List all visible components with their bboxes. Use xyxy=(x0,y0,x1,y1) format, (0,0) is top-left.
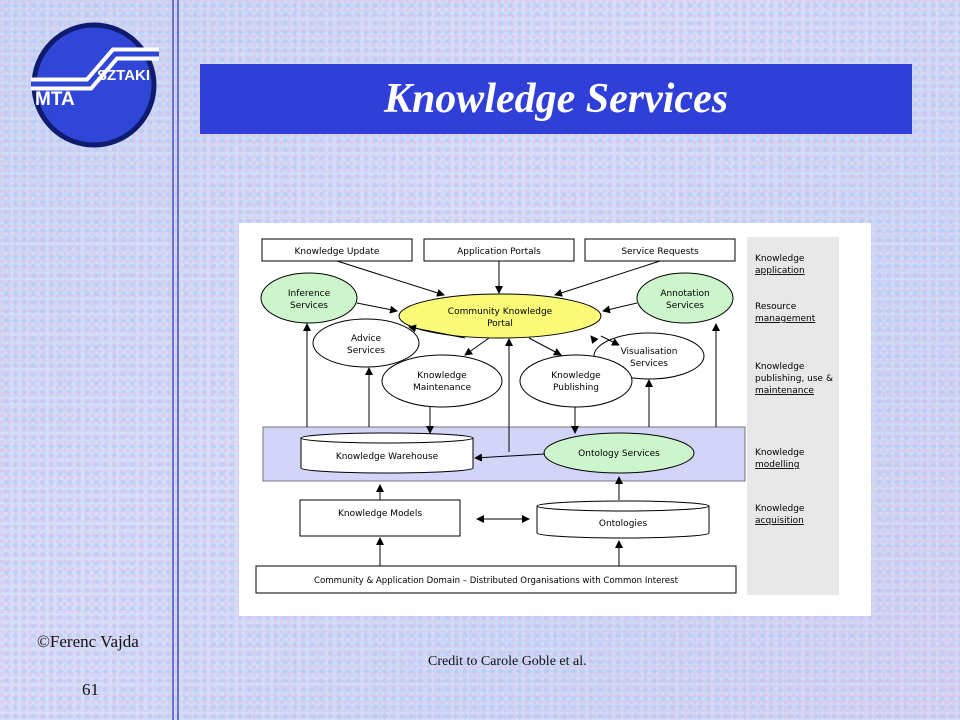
knowledge-models-box xyxy=(299,499,461,537)
sidebar-item-3-line2: publishing, use & xyxy=(755,374,833,384)
arrow-update-portal xyxy=(336,260,445,297)
warehouse-top xyxy=(300,432,474,444)
arrow-inference-portal xyxy=(356,302,398,314)
portal-label-2: Portal xyxy=(487,319,513,329)
sidebar-item-1-line1: Knowledge xyxy=(755,254,805,264)
left-divider-line xyxy=(172,0,174,720)
portal-label-1: Community Knowledge xyxy=(448,307,553,317)
ontology-services xyxy=(543,432,695,474)
title-bar: Knowledge Services xyxy=(200,64,912,134)
knowledge-publishing xyxy=(519,354,633,408)
ontology-services-label: Ontology Services xyxy=(578,449,660,459)
sidebar-item-2-line2: management xyxy=(755,314,816,324)
application-portals-label: Application Portals xyxy=(457,247,541,257)
arrow-portal-maintenance xyxy=(464,337,490,356)
community-knowledge-portal xyxy=(398,293,602,339)
credit-text: Credit to Carole Goble et al. xyxy=(428,654,587,669)
publishing-label-2: Publishing xyxy=(553,383,599,393)
mta-sztaki-logo: MTA SZTAKI xyxy=(31,22,159,148)
inference-label-1: Inference xyxy=(288,289,331,299)
sidebar-panel xyxy=(747,237,839,595)
sidebar-item-1-line2: application xyxy=(755,266,805,276)
warehouse-label: Knowledge Warehouse xyxy=(336,452,439,462)
left-divider-line-2 xyxy=(177,0,179,720)
arrow-portal-visualisation xyxy=(600,335,620,346)
arrow-ontology-warehouse xyxy=(474,453,546,462)
annotation-label-2: Services xyxy=(666,301,704,311)
advice-label-1: Advice xyxy=(351,334,381,344)
sidebar-item-2-line1: Resource xyxy=(755,302,797,312)
ontologies-top xyxy=(536,500,710,512)
logo-left-text: MTA xyxy=(35,89,75,110)
arrow-annotation-portal xyxy=(602,302,638,314)
domain-box xyxy=(255,565,737,594)
sidebar-item-5-line1: Knowledge xyxy=(755,504,805,514)
service-requests-label: Service Requests xyxy=(621,247,699,257)
sidebar-item-3-line1: Knowledge xyxy=(755,362,805,372)
publishing-label-1: Knowledge xyxy=(551,371,601,381)
models-label: Knowledge Models xyxy=(338,509,422,519)
maintenance-label-1: Knowledge xyxy=(417,371,467,381)
sidebar-item-4-line2: modelling xyxy=(755,460,799,470)
arrow-visualisation-portal xyxy=(590,335,599,344)
maintenance-label-2: Maintenance xyxy=(413,383,471,393)
visualisation-label-1: Visualisation xyxy=(621,347,678,357)
advice-label-2: Services xyxy=(347,346,385,356)
arrow-portal-publishing xyxy=(528,337,562,356)
annotation-services xyxy=(636,272,734,324)
knowledge-warehouse xyxy=(300,438,474,474)
sidebar-item-5-line2: acquisition xyxy=(755,516,804,526)
page-number: 61 xyxy=(82,680,99,699)
inference-label-2: Services xyxy=(290,301,328,311)
annotation-label-1: Annotation xyxy=(660,289,709,299)
arrow-portal-advice xyxy=(408,324,466,339)
slide-title: Knowledge Services xyxy=(383,76,729,122)
arrow-requests-portal xyxy=(554,260,661,297)
sidebar-labels: Knowledge application Resource managemen… xyxy=(755,254,833,526)
visualisation-label-2: Services xyxy=(630,359,668,369)
knowledge-update-label: Knowledge Update xyxy=(295,247,380,257)
ontologies-label: Ontologies xyxy=(599,519,648,529)
ontologies-cylinder xyxy=(536,506,710,539)
domain-label: Community & Application Domain – Distrib… xyxy=(314,576,679,586)
knowledge-maintenance xyxy=(381,354,503,408)
knowledge-services-diagram: Knowledge Update Application Portals Ser… xyxy=(239,223,871,616)
sidebar-item-4-line1: Knowledge xyxy=(755,448,805,458)
copyright-text: ©Ferenc Vajda xyxy=(37,632,139,651)
logo-right-text: SZTAKI xyxy=(97,67,150,84)
sidebar-item-3-line3: maintenance xyxy=(755,386,814,396)
